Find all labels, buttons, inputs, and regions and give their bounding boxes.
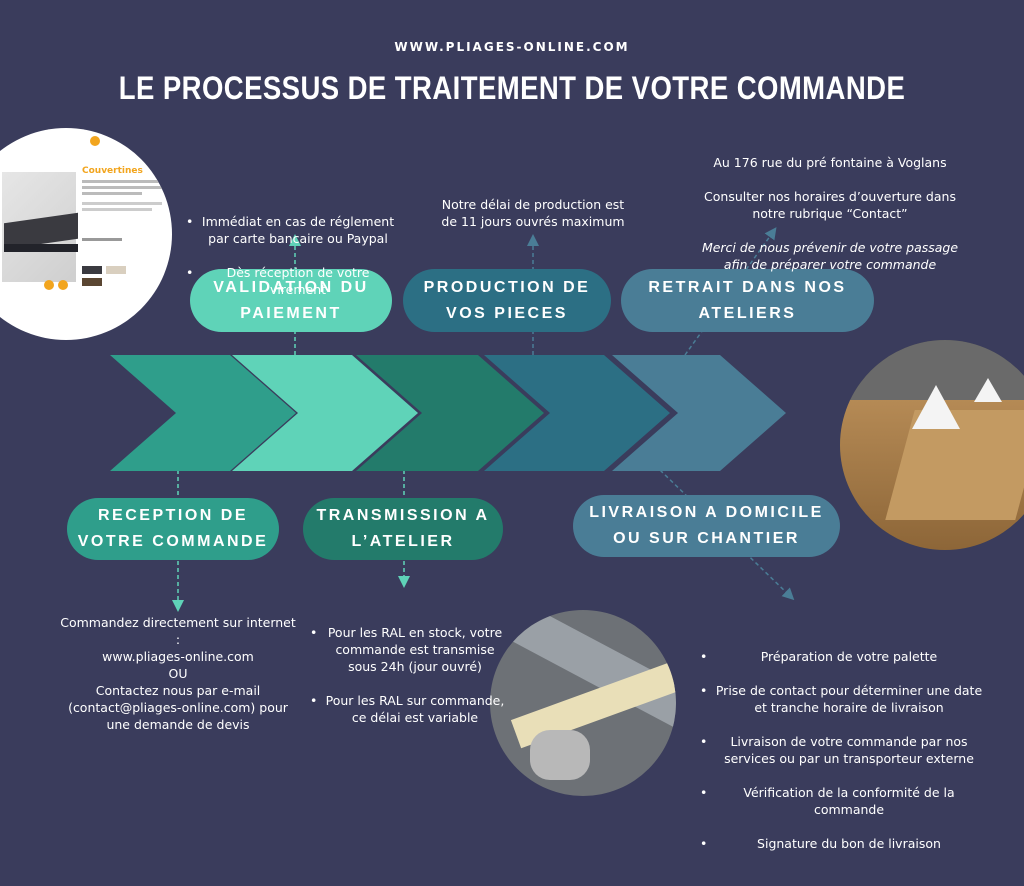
livraison-description: Préparation de votre palette Prise de co…: [700, 614, 984, 886]
transmission-description: Pour les RAL en stock, votre commande es…: [310, 590, 506, 760]
connector-lines: [110, 227, 795, 612]
step-transmission-atelier: TRANSMISSION A L’ATELIER: [303, 498, 503, 560]
livraison-item: Signature du bon de livraison: [700, 835, 984, 852]
website-url: WWW.PLIAGES-ONLINE.COM: [394, 40, 630, 54]
step-production-pieces: PRODUCTION DE VOS PIECES: [403, 269, 611, 332]
paiement-item: Dès réception de votre virement: [186, 264, 396, 298]
retrait-hours: Consulter nos horaires d’ouverture dans …: [704, 189, 956, 221]
production-description: Notre délai de production est de 11 jour…: [441, 197, 625, 229]
page-title: LE PROCESSUS DE TRAITEMENT DE VOTRE COMM…: [118, 70, 906, 106]
livraison-item: Livraison de votre commande par nos serv…: [700, 733, 984, 767]
livraison-item: Vérification de la conformité de la comm…: [700, 784, 984, 818]
chevron-4: [484, 355, 670, 471]
transmission-item: Pour les RAL en stock, votre commande es…: [310, 624, 506, 675]
step-reception-commande: RECEPTION DE VOTRE COMMANDE: [67, 498, 279, 560]
paiement-item: Immédiat en cas de réglement par carte b…: [186, 213, 396, 247]
chevron-1: [110, 355, 296, 471]
connector-retrait: [684, 227, 777, 356]
screenshot-heading: Couvertines: [82, 166, 143, 176]
retrait-description: Au 176 rue du pré fontaine à Voglans Con…: [690, 137, 970, 290]
chevron-3: [356, 355, 544, 471]
bending-machine-photo: [490, 610, 676, 796]
chevron-5: [612, 355, 786, 471]
website-screenshot-image: Couvertines: [0, 128, 172, 340]
retrait-notice: Merci de nous prévenir de votre passage …: [701, 240, 959, 272]
paiement-description: Immédiat en cas de réglement par carte b…: [186, 179, 396, 332]
livraison-item: Prise de contact pour déterminer une dat…: [700, 682, 984, 716]
reception-description: Commandez directement sur internet : www…: [60, 615, 296, 732]
retrait-address: Au 176 rue du pré fontaine à Voglans: [713, 155, 947, 170]
chevron-2: [232, 355, 418, 471]
transmission-item: Pour les RAL sur commande, ce délai est …: [310, 692, 506, 726]
warehouse-photo: [840, 340, 1024, 550]
connector-livraison: [659, 469, 795, 601]
livraison-item: Préparation de votre palette: [700, 648, 984, 665]
step-retrait-ateliers: RETRAIT DANS NOS ATELIERS: [621, 269, 874, 332]
step-livraison-domicile: LIVRAISON A DOMICILE OU SUR CHANTIER: [573, 495, 840, 557]
